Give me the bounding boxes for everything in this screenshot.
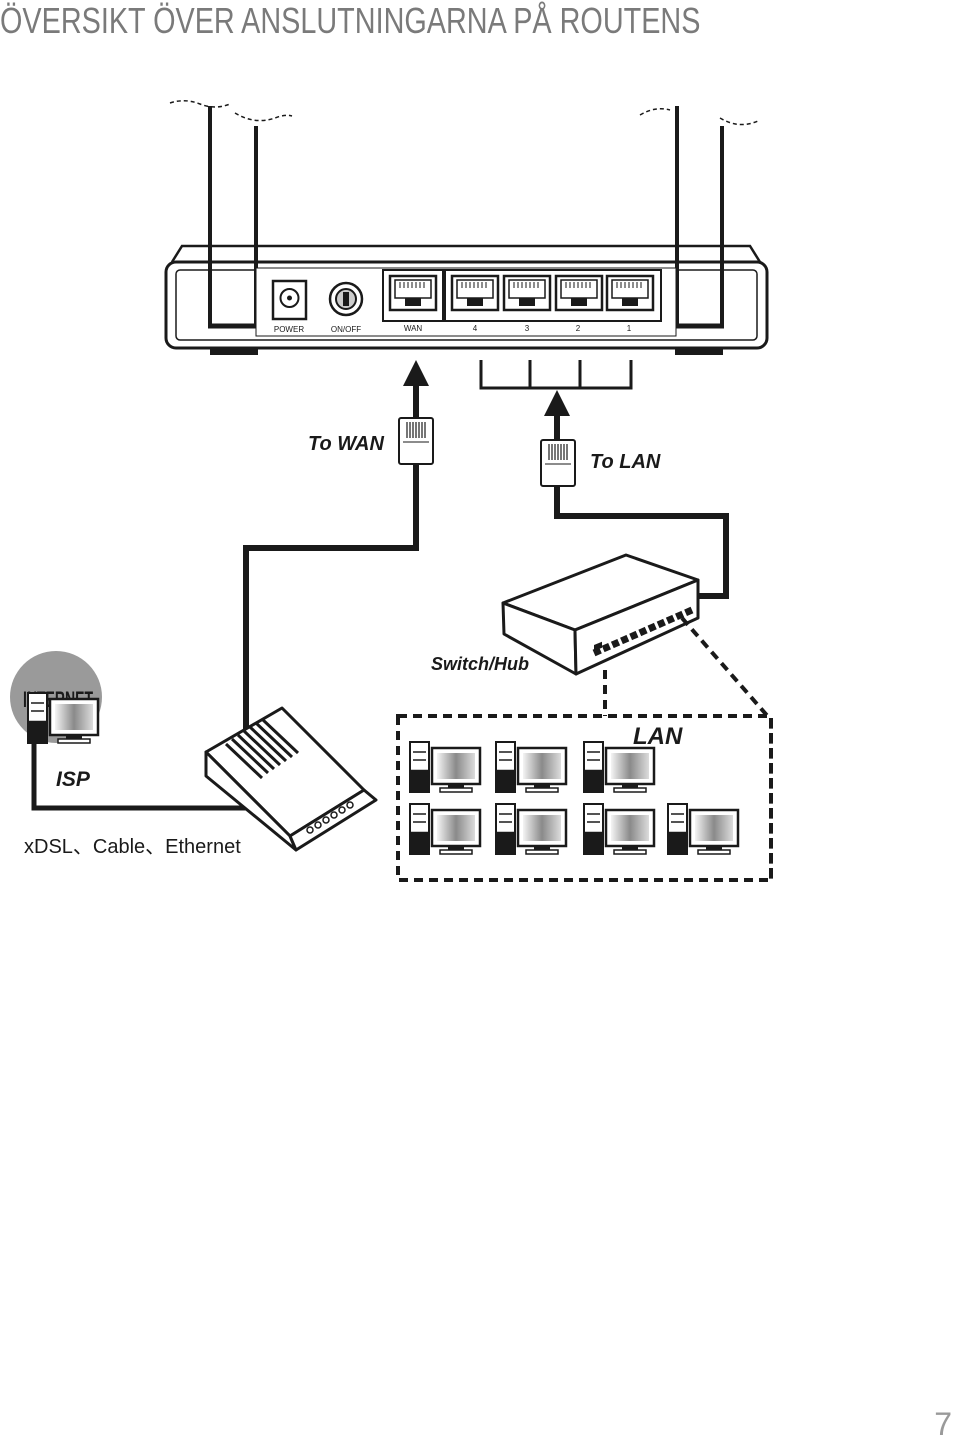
lan-computer — [666, 802, 740, 856]
lan-computer — [494, 802, 568, 856]
lan-port-3-label: 3 — [525, 324, 530, 333]
to-wan-label: To WAN — [308, 433, 384, 455]
power-port-label: POWER — [274, 325, 304, 334]
isp-cable — [31, 740, 246, 811]
switch-hub — [501, 553, 700, 676]
modem-types-label: xDSL、Cable、Ethernet — [24, 836, 241, 858]
isp-computer — [26, 691, 100, 745]
onoff-switch-label: ON/OFF — [331, 325, 361, 334]
wan-arrow-icon — [403, 360, 429, 420]
lan-port-3: 3 — [502, 274, 552, 333]
lan-computer — [408, 802, 482, 856]
lan-ports-bracket — [479, 360, 633, 390]
modem — [204, 706, 378, 852]
router: POWER ON/OFF WAN 4 3 2 1 — [164, 100, 769, 355]
lan-arrow-icon — [544, 390, 570, 442]
lan-port-4: 4 — [450, 274, 500, 333]
lan-port-1-label: 1 — [627, 324, 632, 333]
page-title: ÖVERSIKT ÖVER ANSLUTNINGARNA PÅ ROUTENS — [0, 0, 701, 41]
onoff-switch: ON/OFF — [328, 281, 364, 334]
lan-computer — [408, 740, 482, 794]
lan-port-4-label: 4 — [473, 324, 478, 333]
lan-computer — [582, 802, 656, 856]
lan-port-1: 1 — [605, 274, 655, 333]
lan-cable-plug — [540, 439, 576, 487]
lan-port-2-label: 2 — [576, 324, 581, 333]
wan-port: WAN — [388, 274, 438, 333]
switch-hub-label: Switch/Hub — [431, 654, 529, 674]
lan-cable — [554, 486, 729, 599]
wan-cable — [243, 464, 419, 730]
page-number: 7 — [934, 1406, 952, 1442]
lan-label: LAN — [633, 723, 683, 750]
antenna-right — [675, 106, 724, 329]
lan-computer — [494, 740, 568, 794]
lan-port-2: 2 — [554, 274, 604, 333]
isp-label: ISP — [56, 768, 91, 791]
power-port: POWER — [271, 279, 308, 334]
to-lan-label: To LAN — [590, 451, 661, 473]
lan-computer — [582, 740, 656, 794]
wan-port-label: WAN — [404, 324, 423, 333]
wan-cable-plug — [398, 417, 434, 465]
lan-group-box — [396, 714, 773, 882]
